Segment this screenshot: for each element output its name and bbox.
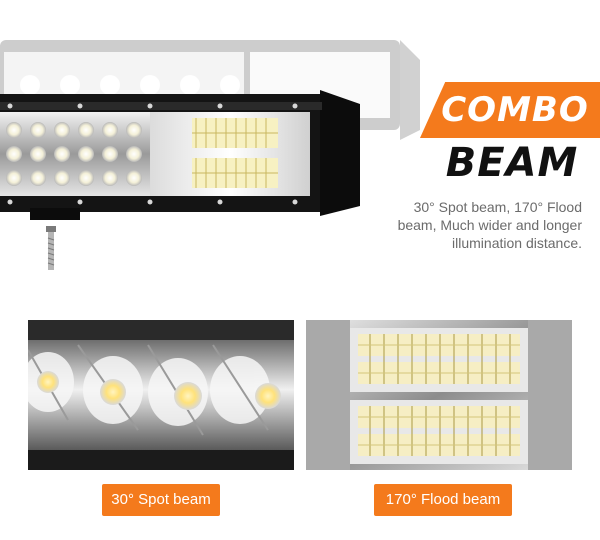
flood-beam-closeup-image — [306, 320, 572, 470]
description-line: beam, Much wider and longer — [397, 217, 582, 233]
hero-product-image — [0, 40, 420, 270]
title-beam: BEAM — [445, 140, 579, 186]
flood-beam-label: 170° Flood beam — [374, 484, 512, 516]
description-line: 30° Spot beam, 170° Flood — [413, 199, 582, 215]
description-line: illumination distance. — [452, 235, 582, 251]
title-background — [420, 82, 600, 138]
light-bar — [0, 90, 360, 220]
beam-description: 30° Spot beam, 170° Flood beam, Much wid… — [342, 198, 582, 252]
spot-beam-label: 30° Spot beam — [102, 484, 220, 516]
spot-beam-closeup-image — [28, 320, 294, 470]
mounting-bolt — [46, 226, 56, 270]
title-combo: COMBO — [441, 90, 589, 130]
